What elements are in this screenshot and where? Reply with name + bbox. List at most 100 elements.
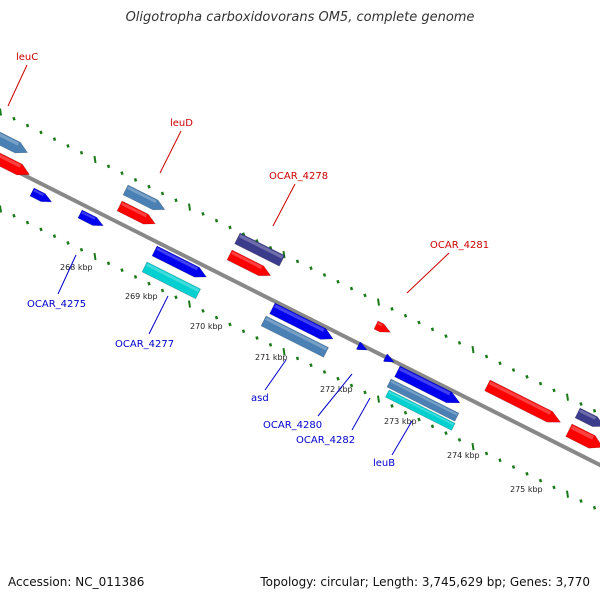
reverse-label-leader <box>264 359 287 391</box>
minor-tick <box>403 410 408 415</box>
reverse-label-leader <box>57 254 77 295</box>
minor-tick <box>228 225 232 230</box>
major-tick <box>188 300 191 308</box>
minor-tick <box>39 227 43 232</box>
backbone-line <box>0 160 600 468</box>
minor-tick <box>214 218 219 223</box>
minor-tick <box>147 281 151 286</box>
reverse-label: OCAR_4277 <box>115 339 174 350</box>
forward-label: leuC <box>16 52 38 63</box>
gene-arrow <box>383 353 395 363</box>
minor-tick <box>444 431 448 435</box>
gene-arrow-shine <box>388 391 454 426</box>
forward-label-leader <box>272 183 296 227</box>
major-tick <box>377 395 380 403</box>
minor-tick <box>309 363 313 368</box>
gene-arrow <box>260 315 329 358</box>
minor-tick <box>295 356 300 361</box>
minor-tick <box>241 329 246 334</box>
minor-tick <box>430 424 435 429</box>
gene-arrow <box>122 184 166 211</box>
reverse-label-leader <box>351 397 371 431</box>
gene-arrow-shine <box>0 150 22 168</box>
minor-tick <box>52 137 57 142</box>
gene-arrow <box>141 261 202 300</box>
gene-arrow <box>151 245 207 278</box>
gene-arrow-shine <box>231 251 263 269</box>
minor-tick <box>106 164 111 169</box>
gene-arrow-shine <box>121 202 148 218</box>
topology-text: Topology: circular; Length: 3,745,629 bp… <box>260 575 590 589</box>
minor-tick <box>484 451 489 456</box>
gene-arrow <box>29 187 53 203</box>
kbp-tick-label: 275 kbp <box>510 485 543 494</box>
minor-tick <box>322 370 327 374</box>
gene-arrow <box>356 341 368 351</box>
minor-tick <box>12 116 16 121</box>
minor-tick <box>160 191 165 196</box>
minor-tick <box>201 308 205 313</box>
minor-tick <box>525 471 529 476</box>
map-title: Oligotropha carboxidovorans OM5, complet… <box>125 10 475 25</box>
minor-tick <box>403 313 408 318</box>
minor-tick <box>363 293 367 298</box>
gene-arrow-shine <box>81 211 96 220</box>
kbp-tick-label: 268 kbp <box>60 263 93 272</box>
minor-tick <box>417 320 421 325</box>
minor-tick <box>444 334 448 338</box>
major-tick <box>282 347 286 356</box>
gene-arrow-shine <box>390 380 458 416</box>
minor-tick <box>457 340 462 345</box>
major-tick <box>566 490 569 498</box>
reverse-label-leader <box>317 373 353 417</box>
gene-arrow <box>269 302 334 340</box>
gene-arrow <box>0 148 31 176</box>
major-tick <box>0 205 2 213</box>
major-tick <box>0 108 2 116</box>
minor-tick <box>336 376 340 381</box>
gene-arrow <box>484 379 562 423</box>
minor-tick <box>484 354 489 359</box>
gene-arrow <box>574 407 600 427</box>
kbp-tick-label: 273 kbp <box>384 417 417 426</box>
gene-arrow-shine <box>156 247 199 271</box>
kbp-tick-label: 272 kbp <box>320 385 353 394</box>
minor-tick <box>498 361 502 366</box>
accession-text: Accession: NC_011386 <box>8 575 145 589</box>
forward-label: OCAR_4281 <box>430 240 489 251</box>
minor-tick <box>66 144 70 148</box>
minor-tick <box>214 315 219 320</box>
major-tick <box>93 155 97 164</box>
gene-arrow <box>386 378 460 422</box>
reverse-label: asd <box>251 393 269 404</box>
minor-tick <box>228 322 232 327</box>
reverse-label-leader <box>391 420 413 456</box>
minor-tick <box>12 213 16 218</box>
minor-tick <box>525 374 529 379</box>
minor-tick <box>79 247 84 252</box>
minor-tick <box>538 381 543 386</box>
gene-arrow <box>77 209 104 227</box>
gene-arrow <box>0 126 29 154</box>
reverse-label: OCAR_4280 <box>263 420 322 431</box>
forward-label-leader <box>7 64 28 107</box>
minor-tick <box>538 478 543 483</box>
outer-tick-row <box>0 108 597 413</box>
gene-arrow-shine <box>570 425 594 440</box>
minor-tick <box>39 130 43 135</box>
minor-tick <box>120 268 124 273</box>
minor-tick <box>430 327 435 332</box>
gene-arrow <box>116 200 156 225</box>
inner-tick-row <box>0 205 597 510</box>
reverse-label-leader <box>148 295 169 335</box>
gene-arrow-shine <box>274 304 325 332</box>
gene-arrow-shine <box>127 186 157 204</box>
gene-arrow-shine <box>239 234 284 259</box>
minor-tick <box>349 383 354 388</box>
minor-tick <box>592 408 597 413</box>
gene-arrow <box>385 389 456 431</box>
minor-tick <box>390 404 394 408</box>
gene-arrow-shine <box>377 322 383 327</box>
